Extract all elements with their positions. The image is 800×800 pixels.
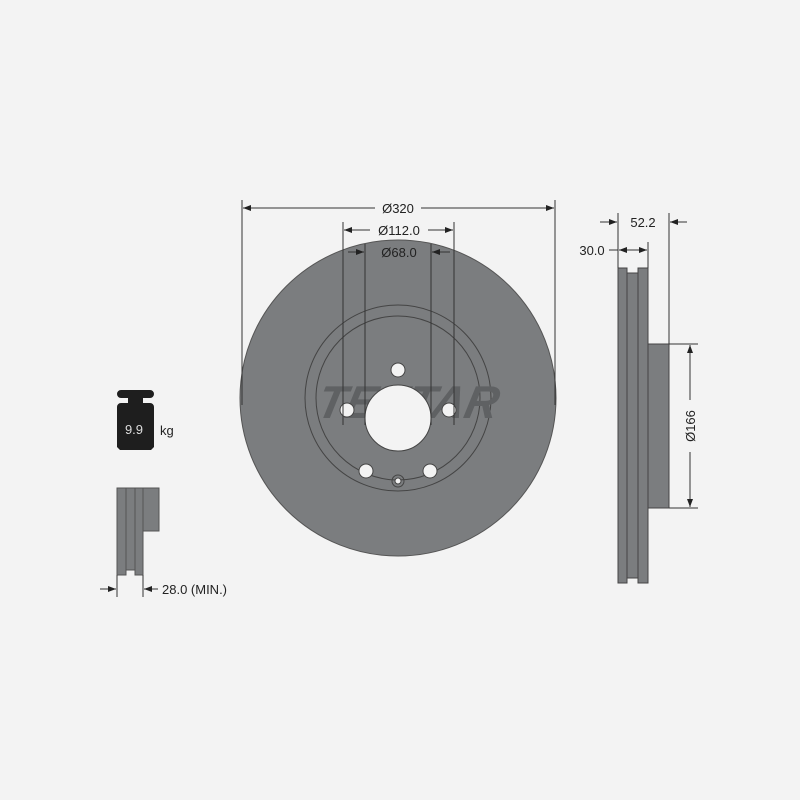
min-thickness-label: 28.0 (MIN.) [162, 582, 227, 597]
min-vent-core [125, 487, 136, 571]
hub [647, 343, 670, 509]
side-view: 52.2 30.0 Ø166 [579, 213, 698, 584]
bolt-hole [422, 463, 438, 479]
weight-unit: kg [160, 423, 174, 438]
hub-diameter-label: Ø166 [683, 410, 698, 442]
front-dimension-lines [243, 205, 554, 255]
bolt-circle-label: Ø112.0 [378, 223, 420, 238]
outer-diameter-label: Ø320 [382, 201, 414, 216]
bolt-hole [441, 402, 457, 418]
bolt-hole [339, 402, 355, 418]
vent-core [626, 272, 639, 579]
min-hub [142, 487, 160, 532]
front-view: TEXTAR Ø320 Ø112.0 Ø68. [239, 200, 557, 557]
friction-ring-inner [637, 267, 649, 584]
min-ring-inner [134, 487, 144, 576]
side-dimension-lines [600, 219, 693, 507]
friction-ring-outer [617, 267, 628, 584]
locating-hole-ring [391, 474, 405, 488]
side-extension-lines [617, 213, 698, 509]
min-thickness-view: 28.0 (MIN.) [100, 487, 227, 597]
weight-icon [117, 390, 154, 450]
min-ring-outer [116, 487, 127, 576]
center-bore-label: Ø68.0 [381, 245, 416, 260]
overall-height-label: 52.2 [630, 215, 655, 230]
bolt-hole [390, 362, 406, 378]
locating-hole [394, 477, 402, 485]
min-dimension-lines [100, 575, 158, 597]
thickness-label: 30.0 [579, 243, 604, 258]
bolt-hole [358, 463, 374, 479]
weight-value: 9.9 [125, 422, 143, 437]
hub-ring-outer [304, 304, 492, 492]
center-bore [364, 384, 432, 452]
weight-indicator: 9.9 kg [117, 390, 174, 450]
front-extension-lines [241, 200, 556, 425]
